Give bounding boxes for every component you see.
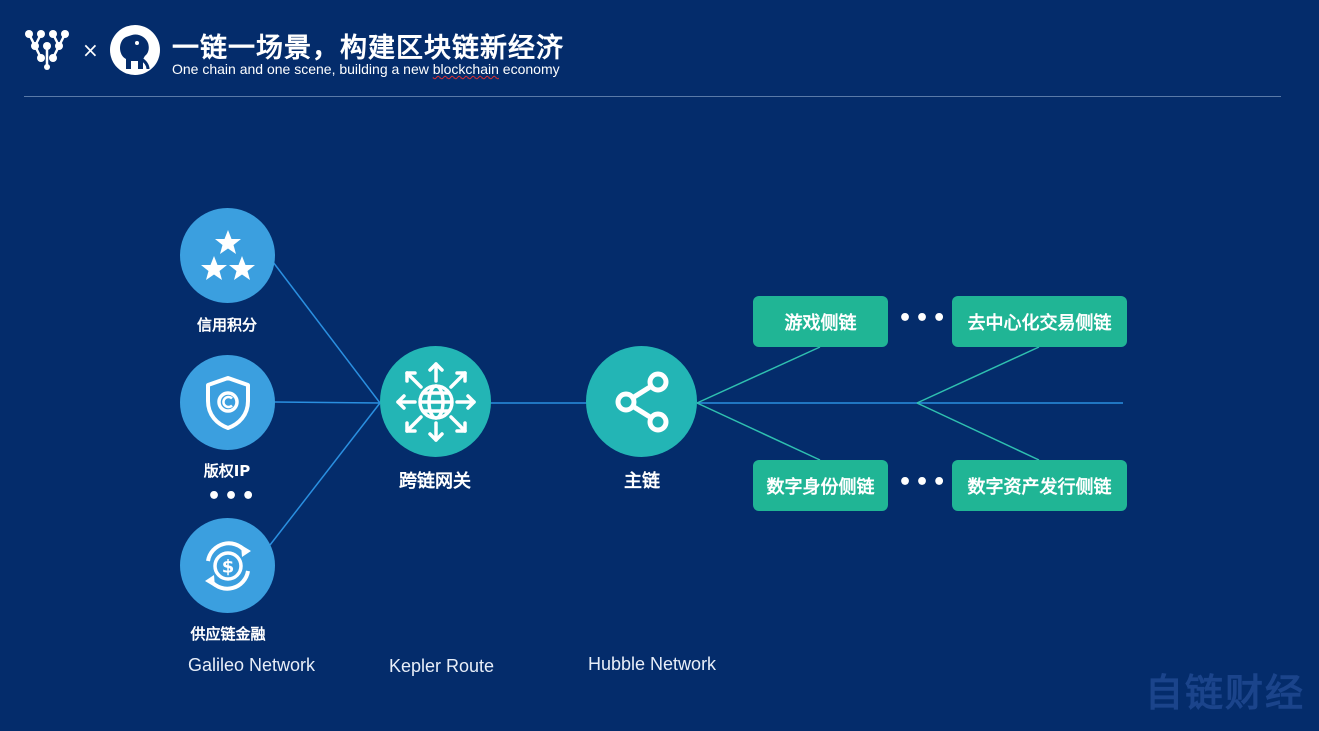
subtitle-text-blockchain: blockchain: [432, 61, 499, 77]
left-ellipsis: •••: [207, 484, 259, 509]
node-supply-chain-finance: $: [180, 518, 275, 613]
link-dex: [916, 346, 1040, 404]
label-kepler-route: Kepler Route: [389, 656, 495, 676]
label-main-chain: 主链: [624, 471, 660, 492]
page-title: 一链一场景，构建区块链新经济: [172, 33, 564, 64]
top-ellipsis: •••: [898, 306, 950, 331]
sidechain-digital-asset: 数字资产发行侧链: [952, 460, 1127, 511]
partner-logo-icon: [25, 30, 69, 70]
label-copyright-ip: 版权IP: [203, 462, 251, 480]
sidechain-digital-identity: 数字身份侧链: [753, 460, 888, 511]
times-separator: ×: [82, 38, 99, 62]
link-main-identity: [696, 402, 821, 461]
node-credit-score: [180, 208, 275, 303]
label-supply-chain-finance: 供应链金融: [190, 625, 266, 643]
svg-text:$: $: [221, 556, 234, 577]
watermark: 自链财经: [1144, 671, 1305, 715]
subtitle-text-start: One chain and one scene, building a new: [172, 61, 433, 77]
link-credit-gateway: [272, 261, 381, 404]
label-credit-score: 信用积分: [196, 316, 258, 334]
link-main-game: [696, 346, 821, 404]
share-icon: [615, 371, 668, 432]
sidechain-dex: 去中心化交易侧链: [952, 296, 1127, 347]
page-subtitle: One chain and one scene, building a new …: [172, 61, 560, 77]
header-divider: [24, 96, 1281, 97]
node-cross-chain-gateway: [380, 346, 491, 457]
label-hubble-network: Hubble Network: [588, 654, 717, 674]
link-ip-gateway: [273, 401, 381, 404]
label-galileo-network: Galileo Network: [188, 655, 316, 675]
dollar-cycle-icon: $: [204, 540, 251, 591]
bottom-ellipsis: •••: [898, 470, 950, 495]
label-cross-chain-gateway: 跨链网关: [399, 471, 471, 492]
link-asset: [916, 402, 1040, 461]
sidechain-game: 游戏侧链: [753, 296, 888, 347]
stars-icon: [200, 229, 255, 280]
copyright-shield-icon: [205, 375, 250, 430]
elephant-logo-icon: [110, 25, 160, 75]
link-supply-gateway: [269, 402, 381, 546]
subtitle-text-end: economy: [498, 61, 560, 77]
node-copyright-ip: [180, 355, 275, 450]
node-main-chain: [586, 346, 697, 457]
globe-arrows-icon: [395, 361, 476, 442]
